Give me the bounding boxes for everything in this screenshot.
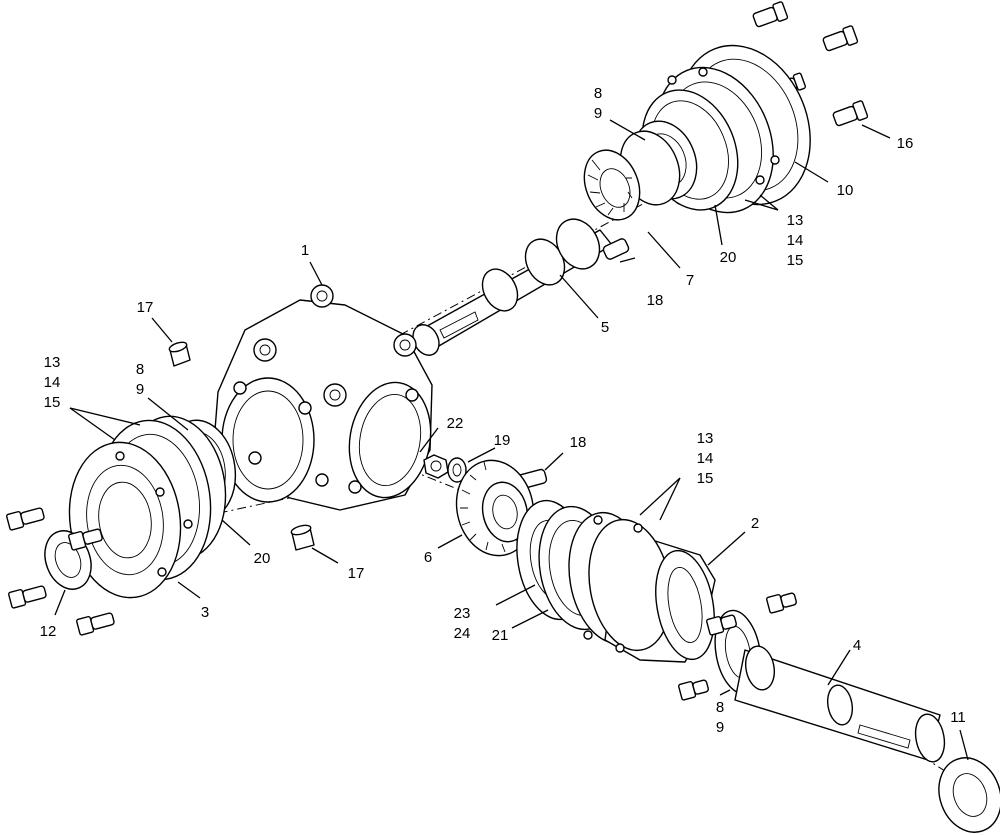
callout-line: 23 <box>454 605 471 622</box>
bolt-group-left <box>6 507 115 636</box>
callout-line: 22 <box>447 415 464 432</box>
callout-line: 13 <box>44 354 61 371</box>
gearbox-housing <box>214 284 433 511</box>
callout-labels: 1 2 3 4 5 6 7 10 11 12 16 17 17 18 18 19… <box>40 85 966 736</box>
callout-18-top: 18 <box>647 292 664 309</box>
callout-line: 6 <box>424 549 432 566</box>
shaft-nut <box>423 454 449 479</box>
callout-line: 2 <box>751 515 759 532</box>
callout-2: 2 <box>751 515 759 532</box>
callout-20-top: 20 <box>720 249 737 266</box>
plug-upper <box>168 341 191 367</box>
bevel-pinion-gear <box>583 149 641 221</box>
callout-line: 17 <box>137 299 154 316</box>
callout-line: 8 <box>594 85 602 102</box>
callout-line: 14 <box>44 374 61 391</box>
callout-line: 1 <box>301 242 309 259</box>
callout-line: 19 <box>494 432 511 449</box>
callout-6: 6 <box>424 549 432 566</box>
right-bearing-cover <box>516 499 716 663</box>
callout-line: 18 <box>570 434 587 451</box>
callout-22: 22 <box>447 415 464 432</box>
callout-11: 11 <box>950 709 966 726</box>
bolt-group-right <box>678 592 797 701</box>
left-bearing-cover <box>68 415 237 599</box>
callout-line: 10 <box>837 182 854 199</box>
callout-line: 20 <box>720 249 737 266</box>
callout-7: 7 <box>686 272 694 289</box>
callout-1: 1 <box>301 242 309 259</box>
callout-12: 12 <box>40 623 57 640</box>
callout-line: 11 <box>950 709 966 726</box>
output-shaft <box>734 645 946 763</box>
callout-13-14-15-middle: 13 14 15 <box>697 430 714 487</box>
callout-20-left: 20 <box>254 550 271 567</box>
callout-line: 13 <box>787 212 804 229</box>
callout-line: 7 <box>686 272 694 289</box>
bevel-gear <box>455 459 535 557</box>
callout-line: 5 <box>601 319 609 336</box>
callout-line: 18 <box>647 292 664 309</box>
callout-line: 17 <box>348 565 365 582</box>
callout-16: 16 <box>897 135 914 152</box>
callout-line: 13 <box>697 430 714 447</box>
callout-line: 4 <box>853 637 861 654</box>
callout-line: 15 <box>697 470 714 487</box>
callout-21: 21 <box>492 627 509 644</box>
callout-4: 4 <box>853 637 861 654</box>
callout-line: 16 <box>897 135 914 152</box>
callout-5: 5 <box>601 319 609 336</box>
callout-line: 3 <box>201 604 209 621</box>
right-oil-seal <box>938 757 1000 833</box>
callout-line: 9 <box>716 719 724 736</box>
callout-line: 14 <box>787 232 804 249</box>
callout-17-upper: 17 <box>137 299 154 316</box>
callout-10: 10 <box>837 182 854 199</box>
callout-line: 8 <box>136 361 144 378</box>
input-shaft <box>412 218 613 356</box>
callout-19: 19 <box>494 432 511 449</box>
callout-line: 15 <box>44 394 61 411</box>
washer <box>447 457 467 483</box>
leader-lines <box>54 119 969 761</box>
callout-line: 20 <box>254 550 271 567</box>
plug-lower <box>290 524 315 551</box>
callout-line: 21 <box>492 627 509 644</box>
callout-line: 24 <box>454 625 471 642</box>
callout-line: 8 <box>716 699 724 716</box>
callout-13-14-15-left: 13 14 15 <box>44 354 61 411</box>
callout-line: 15 <box>787 252 804 269</box>
callout-18-middle: 18 <box>570 434 587 451</box>
callout-line: 9 <box>136 381 144 398</box>
callout-3: 3 <box>201 604 209 621</box>
callout-line: 14 <box>697 450 714 467</box>
shaft-key-top <box>602 238 630 260</box>
callout-13-14-15-top: 13 14 15 <box>787 212 804 269</box>
callout-17-lower: 17 <box>348 565 365 582</box>
callout-line: 9 <box>594 105 602 122</box>
callout-line: 12 <box>40 623 57 640</box>
